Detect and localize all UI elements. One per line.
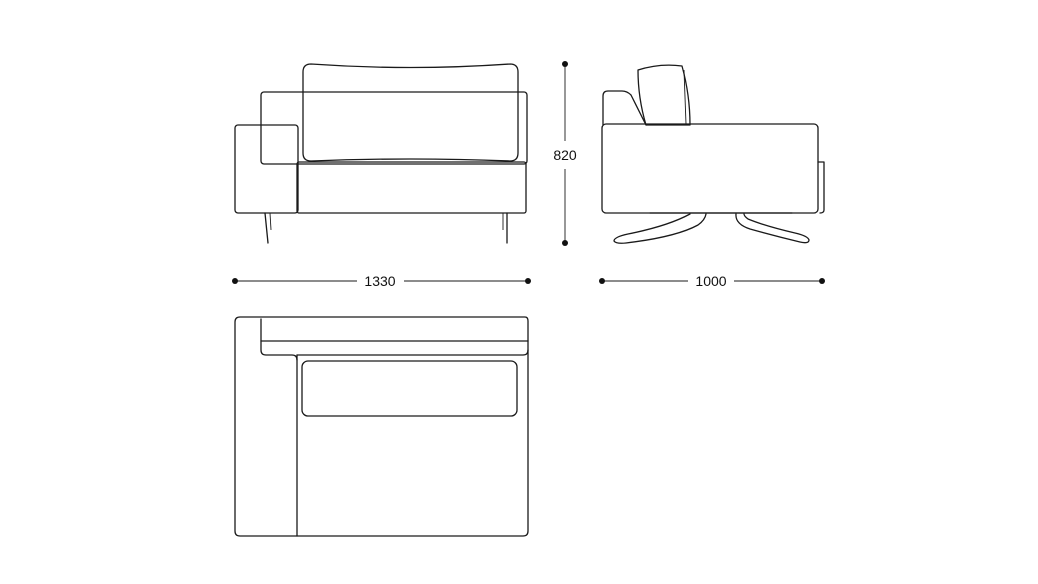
- height-dimension: 820: [553, 61, 577, 246]
- width-dimension: 1330: [232, 273, 531, 289]
- width-dimension-left-dot: [232, 278, 238, 284]
- height-dimension-label: 820: [553, 147, 577, 163]
- side-rear-panel: [817, 161, 825, 214]
- top-back-cushion: [301, 360, 518, 417]
- depth-dimension-label: 1000: [695, 273, 726, 289]
- top-back-edge: [296, 349, 529, 356]
- side-base-right-foot: [735, 213, 810, 244]
- front-leg-left-shade: [269, 212, 272, 231]
- side-arm-back: [602, 90, 647, 126]
- top-view: [234, 316, 529, 537]
- top-back-frame: [260, 318, 298, 361]
- front-view: [234, 63, 528, 244]
- height-dimension-bottom-dot: [562, 240, 568, 246]
- front-leg-left: [264, 212, 269, 244]
- side-base-left-foot: [613, 213, 707, 244]
- top-outline: [234, 316, 529, 537]
- front-back-cushion: [302, 63, 519, 162]
- front-arm: [234, 124, 299, 214]
- width-dimension-right-dot: [525, 278, 531, 284]
- side-back-cushion-seam: [683, 69, 687, 125]
- side-view: [601, 64, 825, 244]
- height-dimension-top-dot: [562, 61, 568, 67]
- depth-dimension-left-dot: [599, 278, 605, 284]
- depth-dimension: 1000: [599, 273, 825, 289]
- front-seat: [296, 161, 527, 214]
- width-dimension-label: 1330: [364, 273, 395, 289]
- side-body: [601, 123, 819, 214]
- front-back-frame: [260, 91, 528, 165]
- side-back-cushion: [637, 64, 691, 126]
- depth-dimension-right-dot: [819, 278, 825, 284]
